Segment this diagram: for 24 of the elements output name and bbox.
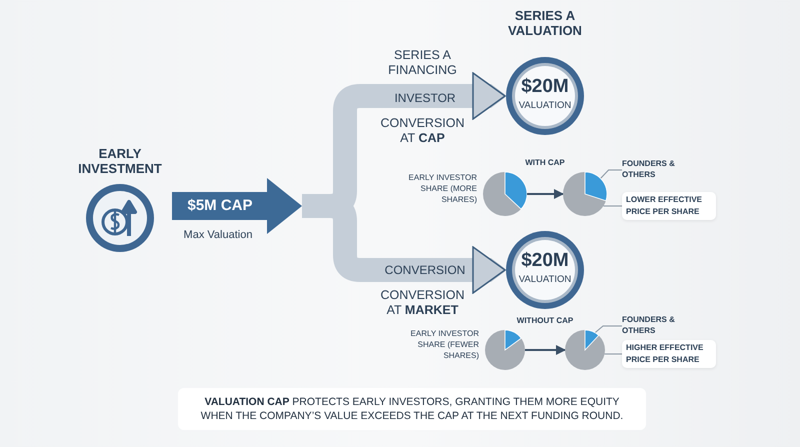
- cap-label: $5M CAP: [186, 196, 254, 216]
- share-caption: EARLY INVESTOR SHARE (MORE SHARES): [408, 172, 477, 205]
- caption: VALUATION CAP PROTECTS EARLY INVESTORS, GRANTING THEM MORE EQUITY WHEN THE COMPANY’S VALUE EXCEEDS THE CAP AT THE NEXT FUNDING ROUND.: [178, 388, 646, 430]
- heading: SERIES A VALUATION: [507, 8, 583, 38]
- section-heading: SERIES A FINANCING: [387, 48, 458, 78]
- value-caption: VALUATION: [518, 100, 572, 112]
- callout-text: FOUNDERS & OTHERS: [622, 158, 676, 180]
- caption-text: Max Valuation: [182, 228, 254, 242]
- scenario-label: WITHOUT CAP: [516, 316, 574, 326]
- value-text: $20M: [520, 76, 570, 98]
- arrow: [527, 189, 564, 199]
- scenario-label: WITH CAP: [524, 158, 566, 168]
- callout-text: FOUNDERS & OTHERS: [622, 314, 676, 336]
- branch-caption: CONVERSION AT CAP: [379, 116, 466, 146]
- callout-box: HIGHER EFFECTIVE PRICE PER SHARE: [622, 340, 716, 368]
- value-caption: VALUATION: [518, 274, 572, 286]
- arrow: [525, 345, 566, 355]
- heading: EARLY INVESTMENT: [77, 146, 163, 176]
- leader-line: [600, 170, 622, 179]
- value-text: $20M: [520, 250, 570, 272]
- callout-box: LOWER EFFECTIVE PRICE PER SHARE: [622, 192, 716, 220]
- leader-line: [594, 326, 622, 334]
- branch-caption: CONVERSION AT MARKET: [379, 288, 466, 318]
- share-caption: EARLY INVESTOR SHARE (FEWER SHARES): [410, 328, 479, 361]
